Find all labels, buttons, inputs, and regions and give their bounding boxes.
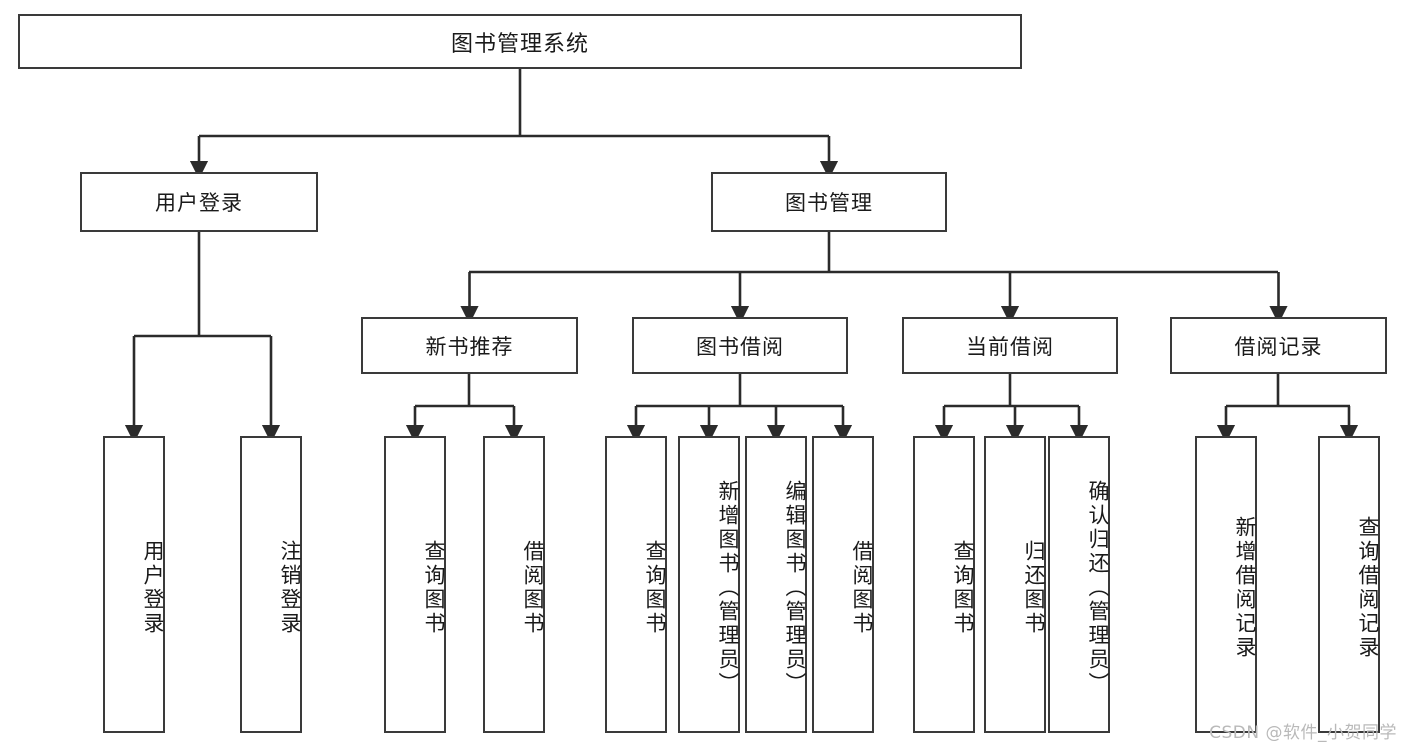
node-label: 借阅记录	[1234, 334, 1323, 359]
node-label: 借阅图书	[521, 539, 545, 636]
node-book-management[interactable]: 图书管理	[711, 172, 947, 232]
watermark-label: CSDN @软件_小贺同学	[1209, 723, 1397, 743]
node-leaf-add-book[interactable]: 新增图书（管理员）	[678, 436, 740, 733]
node-leaf-logout[interactable]: 注销登录	[240, 436, 302, 733]
node-label: 用户登录	[141, 539, 165, 636]
node-leaf-query-borrow-record[interactable]: 查询借阅记录	[1318, 436, 1380, 733]
node-label: 用户登录	[155, 191, 243, 215]
node-label: 查询借阅记录	[1356, 515, 1380, 660]
node-label: 归还图书	[1022, 539, 1046, 636]
node-label: 当前借阅	[966, 334, 1054, 359]
node-root[interactable]: 图书管理系统	[18, 14, 1022, 69]
node-leaf-query-book-borrow[interactable]: 查询图书	[605, 436, 667, 733]
node-label: 图书管理	[785, 191, 873, 215]
node-leaf-query-book-recommend[interactable]: 查询图书	[384, 436, 446, 733]
node-borrow-record[interactable]: 借阅记录	[1170, 317, 1387, 374]
node-new-book-recommend[interactable]: 新书推荐	[361, 317, 578, 374]
node-label: 新书推荐	[425, 334, 514, 359]
node-leaf-borrow-book-recommend[interactable]: 借阅图书	[483, 436, 545, 733]
node-leaf-borrow-book[interactable]: 借阅图书	[812, 436, 874, 733]
node-current-borrow[interactable]: 当前借阅	[902, 317, 1118, 374]
node-label: 注销登录	[278, 539, 302, 636]
node-leaf-query-book-current[interactable]: 查询图书	[913, 436, 975, 733]
node-user-login[interactable]: 用户登录	[80, 172, 318, 232]
node-leaf-confirm-return[interactable]: 确认归还（管理员）	[1048, 436, 1110, 733]
node-leaf-user-login[interactable]: 用户登录	[103, 436, 165, 733]
node-leaf-edit-book[interactable]: 编辑图书（管理员）	[745, 436, 807, 733]
node-book-borrow[interactable]: 图书借阅	[632, 317, 848, 374]
node-label: 查询图书	[422, 539, 446, 636]
node-leaf-return-book[interactable]: 归还图书	[984, 436, 1046, 733]
node-label: 图书管理系统	[450, 31, 589, 57]
node-label: 新增借阅记录	[1233, 515, 1257, 660]
node-label: 新增图书（管理员）	[716, 479, 740, 696]
node-label: 编辑图书（管理员）	[783, 479, 807, 696]
node-label: 查询图书	[643, 539, 667, 636]
node-label: 查询图书	[951, 539, 975, 636]
node-label: 图书借阅	[696, 334, 784, 359]
node-label: 确认归还（管理员）	[1086, 479, 1110, 696]
node-label: 借阅图书	[850, 539, 874, 636]
node-leaf-add-borrow-record[interactable]: 新增借阅记录	[1195, 436, 1257, 733]
